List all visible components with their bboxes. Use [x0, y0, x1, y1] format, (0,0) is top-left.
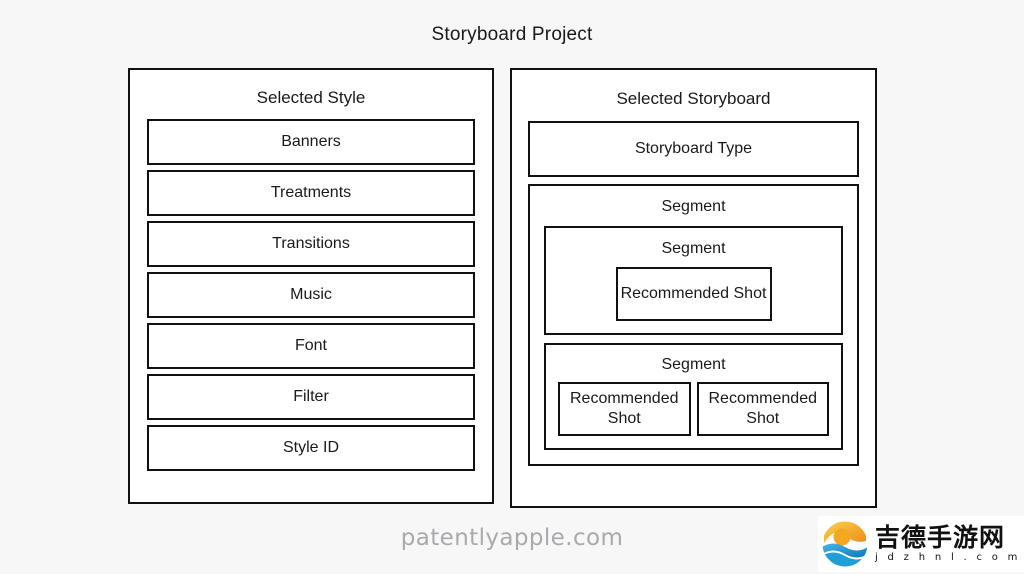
selected-style-heading: Selected Style [256, 88, 366, 107]
site-logo[interactable]: 吉德手游网 j d z h n l . c o m [818, 516, 1024, 572]
style-attribute-list: Banners Treatments Transitions Music Fon… [147, 119, 475, 471]
style-row-label: Banners [281, 133, 341, 150]
style-row-transitions[interactable]: Transitions [147, 221, 475, 267]
segment-middle-box[interactable]: Segment Recommended Shot [544, 226, 843, 335]
style-row-label: Treatments [270, 184, 352, 201]
segment-bottom-label: Segment [661, 356, 726, 373]
style-row-label: Font [294, 337, 327, 354]
recommended-shot-label: Recommended Shot [570, 390, 679, 427]
segment-middle-label: Segment [661, 240, 726, 257]
style-row-banners[interactable]: Banners [147, 119, 475, 165]
segment-outer-label: Segment [661, 198, 726, 215]
page-title: Storyboard Project [431, 24, 593, 45]
source-watermark: patentlyapple.com [400, 525, 624, 551]
selected-storyboard-heading: Selected Storyboard [616, 89, 771, 108]
segment-bottom-box[interactable]: Segment Recommended Shot Recommended Sho… [544, 343, 843, 450]
style-row-label: Style ID [282, 439, 339, 456]
recommended-shot-label: Recommended Shot [620, 285, 767, 302]
storyboard-content: Storyboard Type Segment Segment Recommen… [528, 121, 859, 466]
storyboard-type-label: Storyboard Type [634, 140, 753, 157]
site-logo-domain: j d z h n l . c o m [875, 552, 1021, 564]
style-row-font[interactable]: Font [147, 323, 475, 369]
recommended-shot-row: Recommended Shot Recommended Shot [558, 382, 829, 436]
style-row-label: Filter [293, 388, 329, 405]
style-row-label: Music [290, 286, 332, 303]
selected-style-panel: Selected Style Banners Treatments Transi… [128, 68, 494, 504]
style-row-filter[interactable]: Filter [147, 374, 475, 420]
recommended-shot-label: Recommended Shot [708, 390, 818, 427]
recommended-shot-box[interactable]: Recommended Shot [558, 382, 691, 436]
storyboard-type-box[interactable]: Storyboard Type [528, 121, 859, 177]
style-row-label: Transitions [272, 235, 350, 252]
style-row-music[interactable]: Music [147, 272, 475, 318]
style-row-style-id[interactable]: Style ID [147, 425, 475, 471]
style-row-treatments[interactable]: Treatments [147, 170, 475, 216]
sun-wave-circle-icon [820, 519, 870, 569]
recommended-shot-box[interactable]: Recommended Shot [615, 267, 772, 321]
segment-outer-box[interactable]: Segment Segment Recommended Shot Segment… [528, 184, 859, 466]
recommended-shot-box[interactable]: Recommended Shot [696, 382, 829, 436]
site-logo-text: 吉德手游网 j d z h n l . c o m [875, 522, 1021, 564]
site-logo-name: 吉德手游网 [875, 522, 1006, 552]
selected-storyboard-panel: Selected Storyboard Storyboard Type Segm… [510, 68, 877, 508]
